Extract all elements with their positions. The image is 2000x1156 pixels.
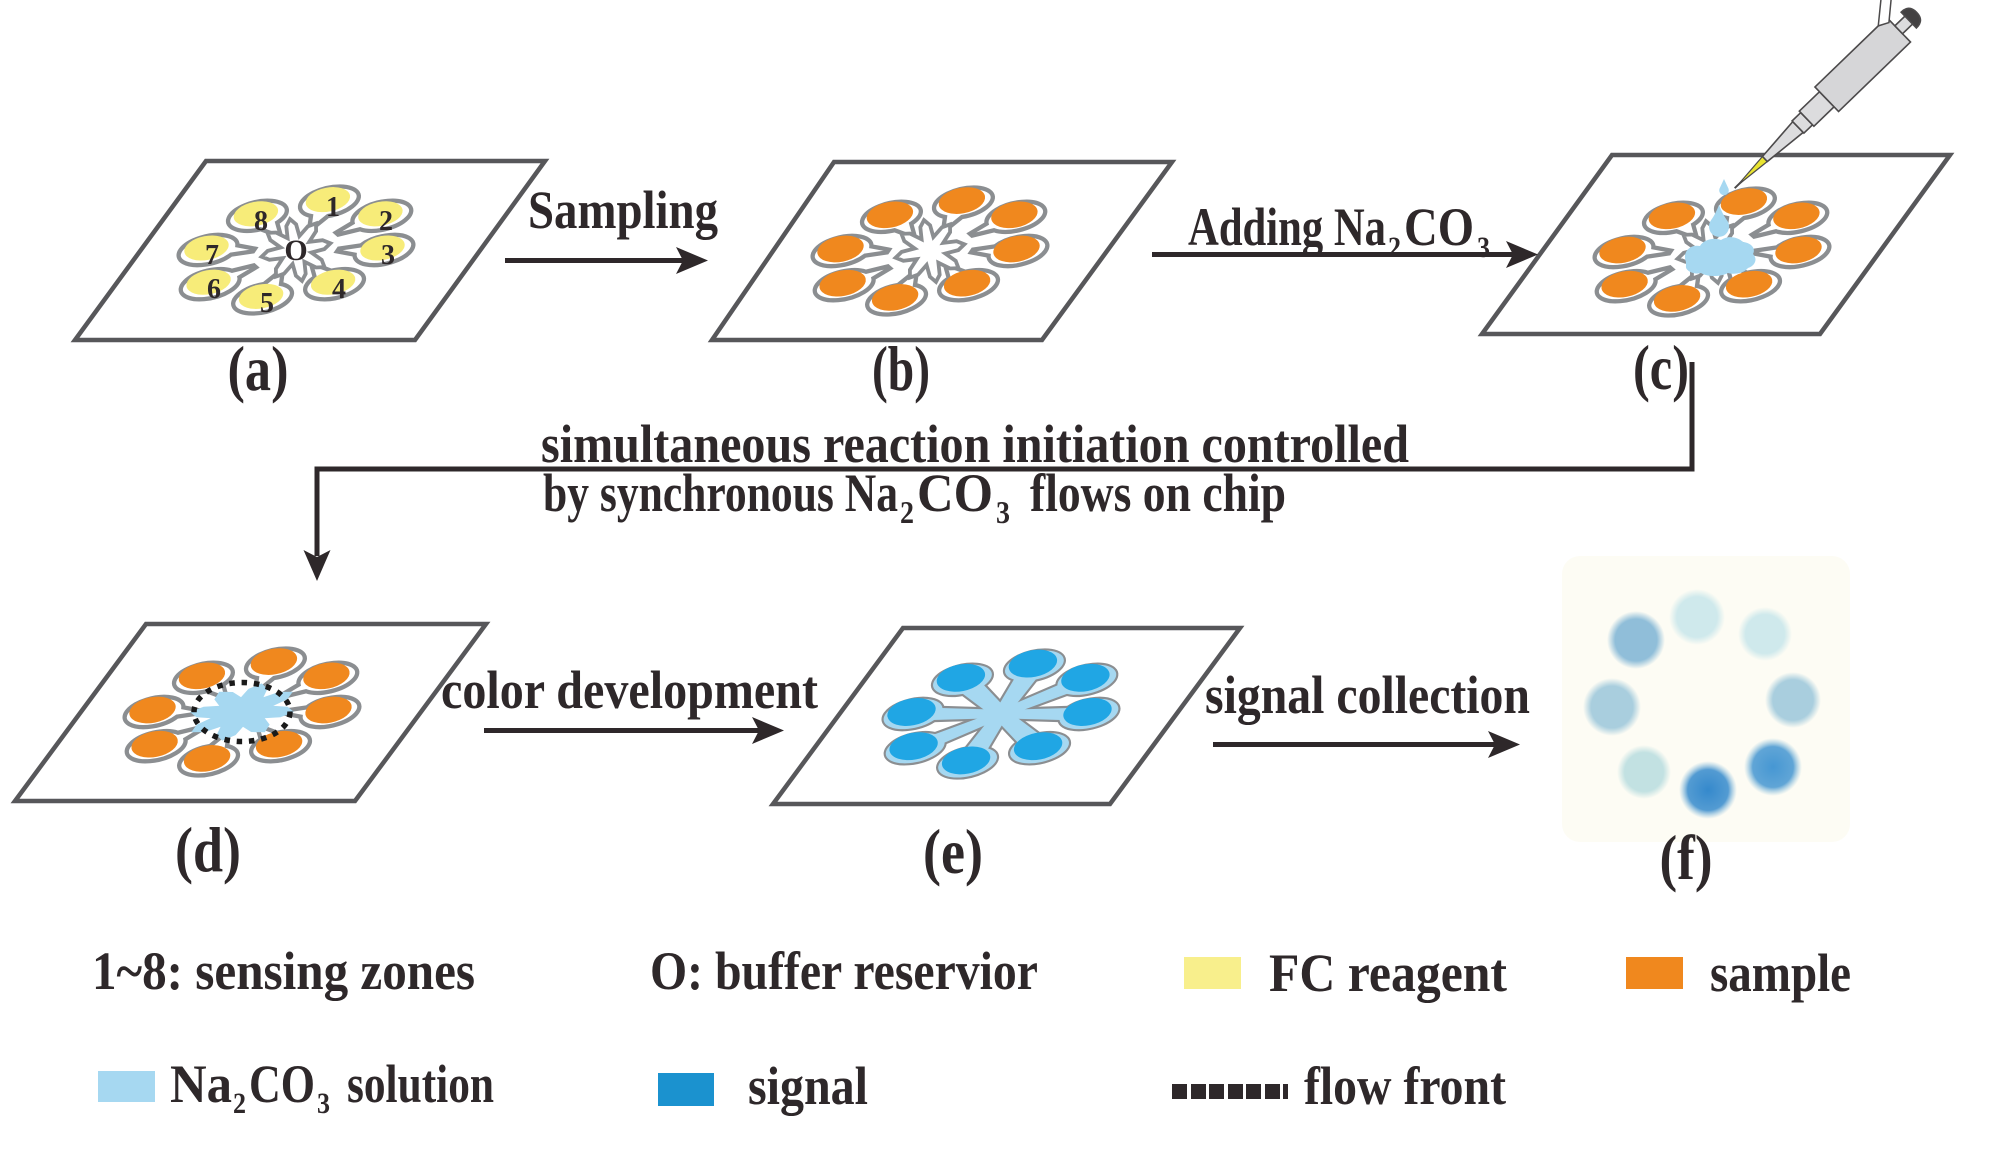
svg-text:2: 2 [233, 1087, 246, 1120]
svg-text:CO: CO [917, 463, 993, 523]
svg-text:7: 7 [205, 240, 219, 271]
svg-text:CO: CO [249, 1054, 315, 1114]
svg-text:signal collection: signal collection [1205, 665, 1530, 725]
svg-text:CO: CO [1404, 197, 1474, 257]
svg-text:3: 3 [996, 494, 1010, 530]
svg-text:2: 2 [900, 494, 914, 530]
svg-text:color development: color development [441, 660, 818, 720]
svg-text:(b): (b) [872, 333, 930, 404]
svg-text:(f): (f) [1660, 822, 1713, 893]
svg-text:O: O [284, 234, 307, 267]
svg-text:3: 3 [381, 240, 395, 271]
svg-text:Adding Na: Adding Na [1188, 197, 1386, 257]
svg-text:FC reagent: FC reagent [1269, 943, 1507, 1003]
svg-text:solution: solution [347, 1054, 494, 1114]
svg-text:(a): (a) [228, 333, 289, 404]
svg-text:Na: Na [170, 1054, 232, 1114]
svg-text:signal: signal [748, 1056, 868, 1116]
svg-text:Sampling: Sampling [528, 180, 718, 240]
svg-text:1~8: sensing zones: 1~8: sensing zones [92, 941, 475, 1001]
svg-text:3: 3 [317, 1087, 330, 1120]
svg-text:5: 5 [260, 288, 274, 319]
svg-text:2: 2 [1388, 231, 1401, 264]
svg-text:4: 4 [332, 274, 346, 305]
svg-text:sample: sample [1710, 943, 1851, 1003]
svg-text:(c): (c) [1633, 332, 1689, 403]
svg-text:2: 2 [379, 206, 393, 237]
svg-text:flow front: flow front [1304, 1056, 1506, 1116]
svg-text:(e): (e) [923, 816, 983, 887]
svg-text:by synchronous Na: by synchronous Na [543, 463, 898, 523]
svg-text:3: 3 [1477, 231, 1490, 264]
svg-text:(d): (d) [175, 814, 241, 885]
svg-text:flows on chip: flows on chip [1030, 463, 1286, 523]
svg-text:6: 6 [207, 274, 221, 305]
svg-text:O: buffer reservior: O: buffer reservior [650, 941, 1038, 1001]
svg-text:simultaneous reaction initiati: simultaneous reaction initiation control… [541, 414, 1409, 474]
svg-text:8: 8 [254, 206, 268, 237]
svg-text:1: 1 [326, 192, 340, 223]
